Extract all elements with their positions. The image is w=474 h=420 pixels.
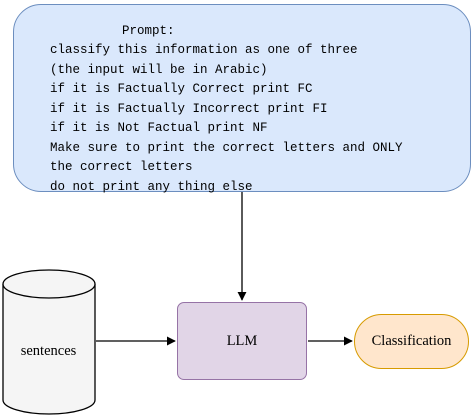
prompt-line: Make sure to print the correct letters a… [50,140,403,155]
prompt-line: if it is Factually Correct print FC [50,82,313,96]
sentences-label: sentences [20,343,77,359]
classification-label: Classification [371,333,452,349]
prompt-heading: Prompt: [122,24,175,38]
prompt-box [13,4,471,192]
sentences-database-icon [2,269,96,415]
llm-node: LLM [177,302,307,380]
classification-node: Classification [354,314,469,369]
prompt-line: do not print any thing else [50,179,253,194]
llm-label: LLM [226,332,258,349]
prompt-line: classify this information as one of thre… [50,43,358,57]
prompt-line: (the input will be in Arabic) [50,62,268,77]
prompt-text: classify this information as one of thre… [50,41,403,197]
prompt-line: if it is Not Factual print NF [50,121,268,135]
prompt-line: the correct letters [50,160,193,174]
prompt-line: if it is Factually Incorrect print FI [50,101,328,116]
